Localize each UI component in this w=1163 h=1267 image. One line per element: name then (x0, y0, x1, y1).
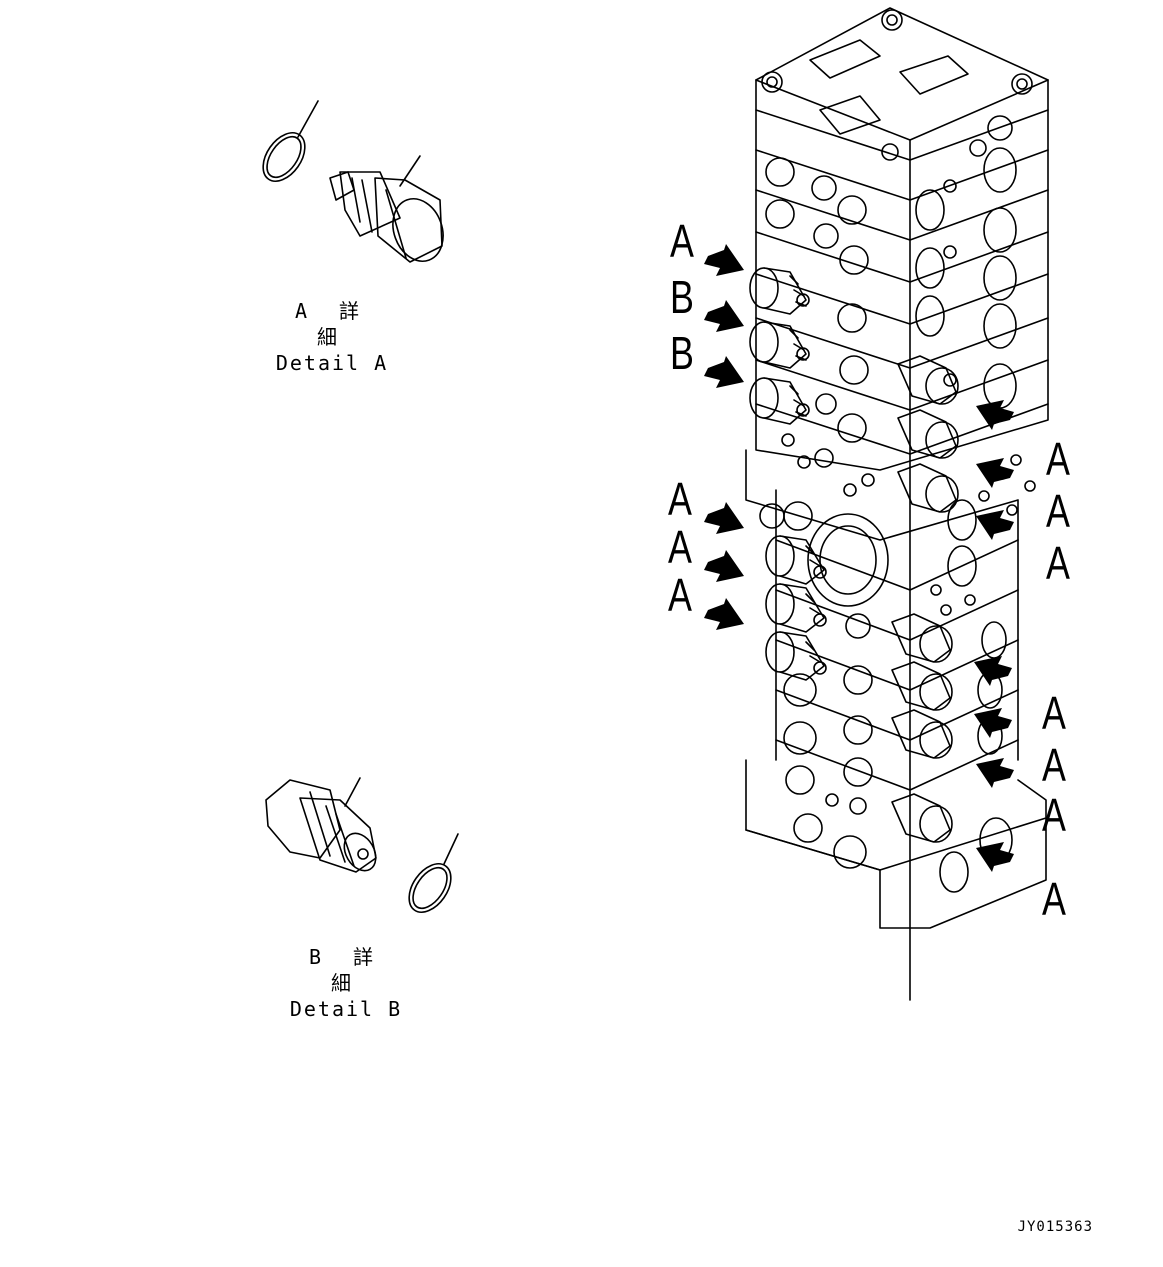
drawing-reference-code: JY015363 (1017, 1219, 1093, 1235)
detail-b-o-ring (408, 833, 459, 913)
arrow-left-b-2 (704, 356, 744, 388)
installed-valve-left-3 (749, 377, 810, 425)
installed-valve-right-5 (891, 661, 953, 711)
control-valve-body (745, 7, 1049, 1001)
callout-right-upper-2: A (1046, 485, 1070, 537)
installed-valve-right-6 (891, 709, 953, 759)
arrow-left-a-3 (704, 550, 744, 582)
callout-right-lower-1: A (1042, 687, 1066, 739)
arrow-right-a-7 (976, 842, 1014, 872)
arrow-left-a-2 (704, 502, 744, 534)
installed-valve-left-4 (765, 535, 827, 585)
callout-right-lower-3: A (1042, 789, 1066, 841)
installed-valve-right-1 (897, 355, 959, 405)
installed-valve-left-2 (749, 321, 810, 369)
installed-valve-right-3 (897, 463, 959, 513)
callout-left-lower-2: A (668, 521, 692, 573)
arrow-left-b-1 (704, 300, 744, 332)
detail-a-relief-valve (329, 155, 444, 263)
installed-valve-right-7 (891, 793, 953, 843)
callout-left-upper-3: B (670, 327, 694, 379)
arrow-right-a-5 (974, 708, 1012, 738)
detail-a-caption-jp: A 詳 細 (294, 299, 370, 349)
callout-left-lower-3: A (668, 569, 692, 621)
installed-valve-right-4 (891, 613, 953, 663)
arrow-left-a-4 (704, 598, 744, 630)
installed-valve-right-2 (897, 409, 959, 459)
arrow-right-a-1 (976, 400, 1014, 430)
arrow-right-a-3 (976, 510, 1014, 540)
arrow-right-a-6 (976, 758, 1014, 788)
detail-b-caption-jp: B 詳 細 (308, 945, 384, 995)
detail-b-caption: B 詳 細 Detail B (286, 944, 406, 1022)
installed-valve-left-1 (749, 267, 810, 315)
detail-b-caption-en: Detail B (289, 997, 403, 1021)
detail-a-caption: A 詳 細 Detail A (272, 298, 392, 376)
arrow-right-a-2 (976, 458, 1014, 488)
detail-b-relief-valve (265, 777, 377, 873)
callout-right-lower-4: A (1042, 873, 1066, 925)
callout-right-upper-1: A (1046, 433, 1070, 485)
installed-valve-left-6 (765, 631, 827, 681)
installed-valve-left-5 (765, 583, 827, 633)
arrow-right-a-4 (974, 656, 1012, 686)
callout-left-upper-2: B (670, 271, 694, 323)
arrow-left-a-1 (704, 244, 744, 276)
callout-left-upper-1: A (670, 215, 694, 267)
detail-a-caption-en: Detail A (275, 351, 389, 375)
callout-right-lower-2: A (1042, 739, 1066, 791)
callout-right-upper-3: A (1046, 537, 1070, 589)
callout-left-lower-1: A (668, 473, 692, 525)
detail-a-o-ring (262, 100, 319, 182)
